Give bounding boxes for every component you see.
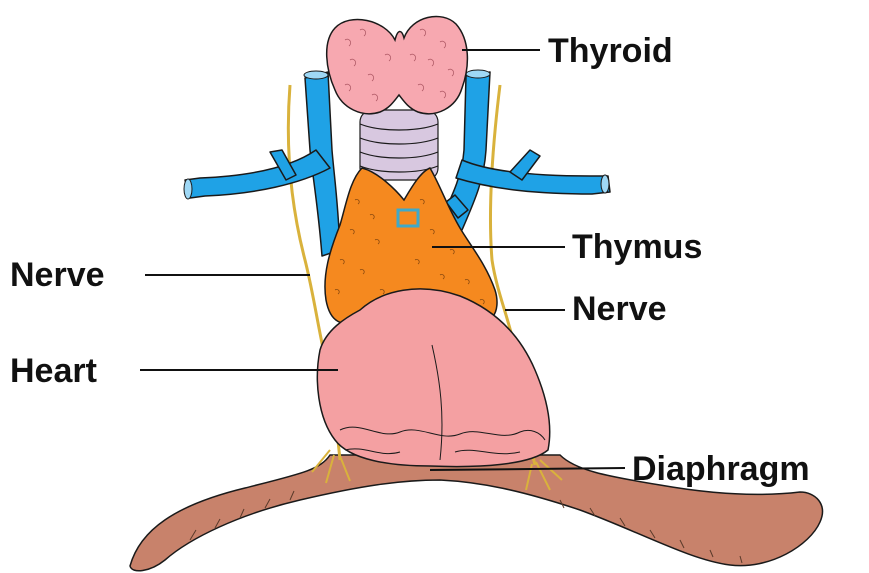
label-heart: Heart bbox=[10, 352, 97, 390]
label-thyroid: Thyroid bbox=[548, 32, 673, 70]
label-nerve-left: Nerve bbox=[10, 256, 105, 294]
thyroid-gland bbox=[327, 16, 468, 113]
heart bbox=[317, 289, 549, 467]
label-nerve-right: Nerve bbox=[572, 290, 667, 328]
label-diaphragm: Diaphragm bbox=[632, 450, 810, 488]
label-thymus: Thymus bbox=[572, 228, 702, 266]
